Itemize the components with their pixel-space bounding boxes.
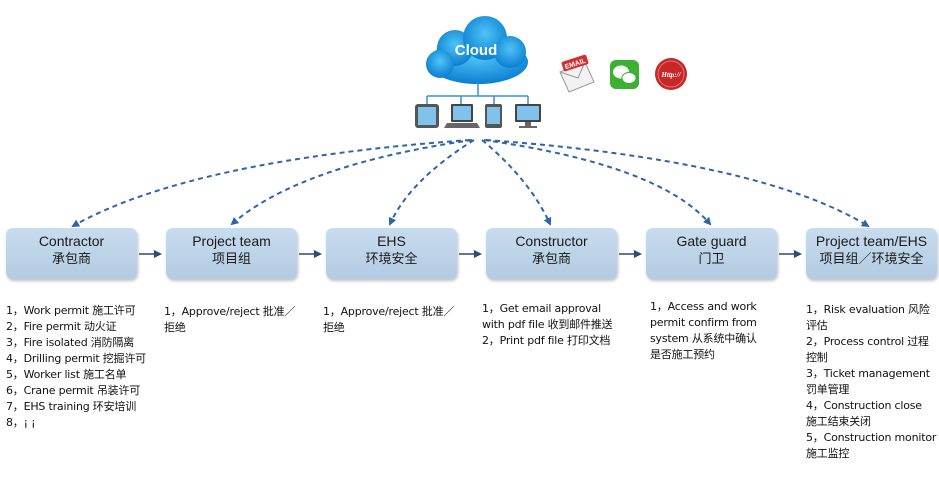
cloud-icon	[426, 16, 528, 84]
note-line: 2，Process control 过程	[806, 335, 929, 348]
notes-ehs: 1，Approve/reject 批准／ 拒绝	[323, 304, 454, 336]
note-line: 6，Crane permit 吊装许可	[6, 384, 141, 397]
note-line: 8，¡ ¡	[6, 416, 36, 429]
tablet-icon	[415, 104, 439, 128]
stage-subtitle: 环境安全	[365, 252, 418, 267]
link-ehs	[388, 139, 475, 226]
stage-subtitle: 项目组／环境安全	[819, 252, 924, 267]
note-line: 7，EHS training 环安培训	[6, 400, 137, 413]
note-line: 2，Print pdf file 打印文档	[482, 334, 611, 347]
stage-ehs: EHS 环境安全	[326, 228, 457, 279]
laptop-icon	[444, 104, 480, 128]
note-line: 4，Drilling permit 挖掘许可	[6, 352, 146, 365]
note-line: 1，Risk evaluation 风险	[806, 303, 930, 316]
note-line: 罚单管理	[806, 383, 850, 396]
stage-title: Constructor	[515, 233, 588, 249]
link-project-team	[230, 139, 473, 226]
stage-title: Project team/EHS	[815, 233, 928, 249]
cloud-label: Cloud	[454, 42, 498, 59]
stage-subtitle: 项目组	[211, 252, 251, 267]
note-line: 1，Approve/reject 批准／	[323, 305, 455, 318]
note-line: 3，Fire isolated 消防隔离	[6, 336, 134, 349]
email-icon: EMAIL	[559, 54, 595, 93]
stage-constructor: Constructor 承包商	[486, 228, 617, 279]
stage-contractor: Contractor 承包商	[6, 228, 137, 279]
note-line: 拒绝	[323, 321, 345, 334]
note-line: 施工监控	[806, 447, 850, 460]
svg-text:Http://: Http://	[660, 71, 681, 79]
link-project-team-ehs	[485, 139, 870, 228]
stage-title: Project team	[192, 233, 271, 249]
notes-contractor: 1，Work permit 施工许可 2，Fire permit 动火证 3，F…	[6, 303, 146, 431]
note-line: 控制	[806, 351, 828, 364]
network-connectors	[426, 82, 529, 104]
stage-title: Contractor	[38, 233, 105, 249]
http-icon: Http://	[655, 58, 687, 90]
note-line: with pdf file 收到邮件推送	[482, 318, 613, 331]
notes-constructor: 1，Get email approval with pdf file 收到邮件推…	[482, 301, 613, 349]
stage-subtitle: 门卫	[698, 252, 725, 267]
note-line: 评估	[806, 319, 828, 332]
note-line: 5，Worker list 施工名单	[6, 368, 127, 381]
link-gate-guard	[483, 139, 712, 226]
note-line: 1，Work permit 施工许可	[6, 304, 136, 317]
phone-icon	[485, 104, 502, 128]
stage-gate-guard: Gate guard 门卫	[646, 228, 777, 279]
notes-gate-guard: 1，Access and work permit confirm from sy…	[650, 299, 757, 363]
note-line: 拒绝	[164, 321, 186, 334]
link-constructor	[481, 139, 552, 226]
note-line: 1，Approve/reject 批准／	[164, 305, 296, 318]
stage-project-team: Project team 项目组	[166, 228, 297, 279]
note-line: 5，Construction monitor	[806, 431, 937, 444]
stage-title: EHS	[377, 233, 406, 249]
note-line: 4，Construction close	[806, 399, 922, 412]
stage-project-team-ehs: Project team/EHS 项目组／环境安全	[806, 228, 937, 279]
note-line: 2，Fire permit 动火证	[6, 320, 117, 333]
stage-title: Gate guard	[676, 233, 747, 249]
note-line: 施工结束关闭	[806, 415, 871, 428]
note-line: 1，Get email approval	[482, 302, 601, 315]
note-line: 1，Access and work	[650, 300, 757, 313]
note-line: permit confirm from	[650, 316, 757, 329]
desktop-icon	[515, 104, 541, 128]
note-line: system 从系统中确认	[650, 332, 757, 345]
notes-project-team-ehs: 1，Risk evaluation 风险 评估 2，Process contro…	[806, 302, 936, 462]
stage-subtitle: 承包商	[531, 252, 571, 267]
note-line: 是否施工预约	[650, 348, 715, 361]
wechat-icon	[610, 60, 639, 89]
note-line: 3，Ticket management	[806, 367, 930, 380]
link-contractor	[71, 139, 471, 227]
stage-subtitle: 承包商	[51, 252, 91, 267]
notes-project-team: 1，Approve/reject 批准／ 拒绝	[164, 304, 295, 336]
